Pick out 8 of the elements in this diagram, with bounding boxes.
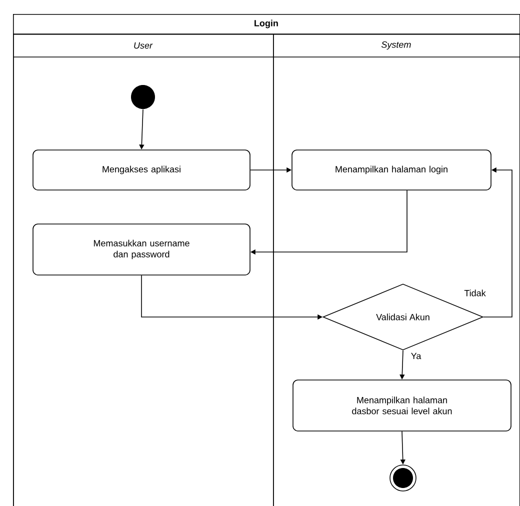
edge-label: Tidak (463, 288, 487, 298)
edge-label: Ya (410, 352, 422, 360)
action-box: Menampilkan halaman dasbor sesuai level akun (292, 380, 512, 432)
action-box: Menampilkan halaman login (292, 150, 492, 190)
start-node (131, 85, 155, 109)
action-box: Mengakses aplikasi (32, 150, 250, 190)
action-box: Memasukkan username dan password (32, 224, 250, 276)
end-node (390, 464, 416, 492)
